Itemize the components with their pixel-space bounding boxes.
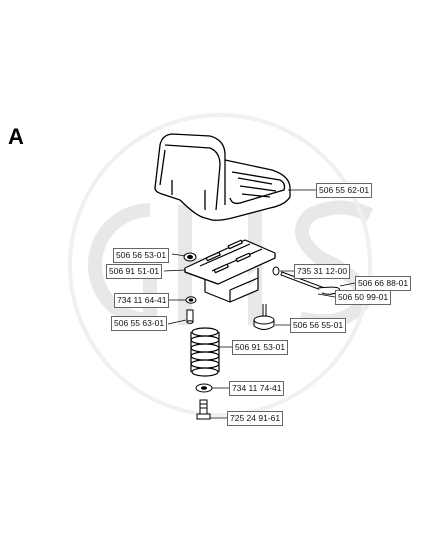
part-label-bolt-bottom[interactable]: 725 24 91-61 (227, 411, 284, 426)
washer-bottom (195, 383, 213, 393)
part-label-washer-pin[interactable]: 506 50 99-01 (335, 290, 392, 305)
section-letter: A (8, 124, 24, 149)
part-label-plate[interactable]: 506 91 51-01 (106, 264, 163, 279)
spring (190, 327, 220, 377)
bolt-small (186, 309, 194, 324)
part-label-seat[interactable]: 506 55 62-01 (316, 183, 373, 198)
part-label-spring[interactable]: 506 91 53-01 (232, 340, 289, 355)
part-label-knob[interactable]: 506 56 55-01 (290, 318, 347, 333)
mounting-plate (184, 239, 276, 303)
part-label-clip[interactable]: 506 66 88-01 (355, 276, 412, 291)
part-label-bolt-small[interactable]: 506 55 63-01 (111, 316, 168, 331)
knob (253, 304, 275, 330)
nut-top (183, 252, 197, 262)
washer-small (185, 296, 197, 304)
pivot-pin (272, 266, 340, 295)
bolt-bottom (196, 399, 211, 420)
part-label-nut-top[interactable]: 506 56 53-01 (113, 248, 170, 263)
part-label-washer-small[interactable]: 734 11 64-41 (114, 293, 170, 308)
seat (154, 133, 291, 221)
part-label-pin[interactable]: 735 31 12-00 (294, 264, 351, 279)
part-label-washer-bottom[interactable]: 734 11 74-41 (229, 381, 285, 396)
